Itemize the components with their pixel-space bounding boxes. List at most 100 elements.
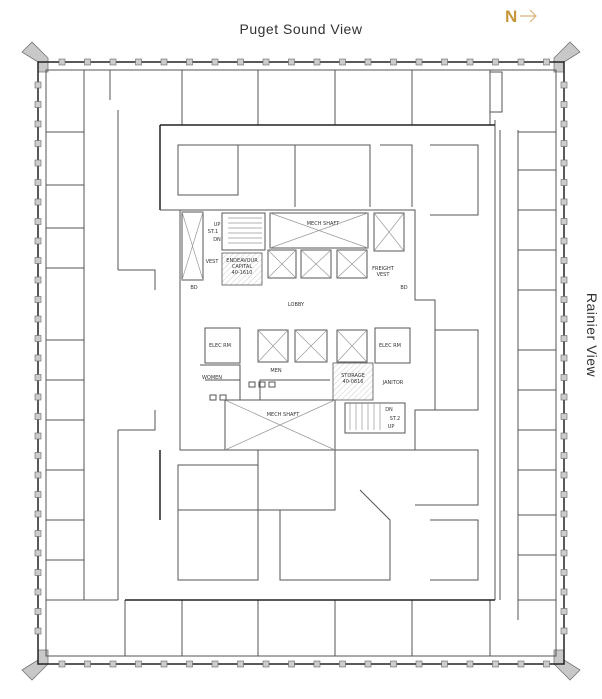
mullion: [560, 627, 568, 635]
mullion: [211, 660, 219, 668]
north-arrow-icon: [520, 9, 537, 23]
mullion: [560, 569, 568, 576]
mullion: [313, 58, 321, 66]
mullion: [34, 530, 42, 537]
mullion: [560, 393, 568, 401]
mullion: [339, 58, 346, 66]
mullion: [34, 101, 42, 108]
mullion: [560, 101, 568, 108]
label-tenant-name2: CAPITAL: [232, 264, 252, 270]
mullion: [34, 179, 42, 186]
mullion: [543, 660, 550, 668]
elevator-left: [181, 211, 204, 281]
label-stair1: ST.1: [208, 229, 218, 235]
mullion: [34, 218, 42, 225]
mullion: [466, 660, 474, 668]
label-janitor: JANITOR: [382, 380, 404, 386]
mullion: [390, 660, 397, 668]
corner-columns: [21, 41, 581, 681]
mullion: [34, 335, 42, 342]
mullion: [34, 471, 42, 479]
mullion: [441, 660, 448, 668]
label-vest: VEST: [206, 259, 220, 265]
mullion: [560, 432, 568, 440]
lower-core: [200, 327, 411, 451]
mullion: [288, 58, 295, 66]
label-stair1-up: UP: [214, 222, 221, 228]
mullion: [34, 140, 42, 147]
mullion: [560, 608, 568, 615]
mullion: [560, 198, 568, 206]
mullion: [186, 660, 193, 668]
mullion: [364, 58, 372, 66]
label-women: WOMEN: [202, 375, 222, 381]
mullion: [560, 354, 568, 362]
mullion: [560, 335, 568, 342]
mullion: [560, 549, 568, 557]
mullion: [560, 413, 568, 420]
mullion: [211, 58, 219, 66]
mullion: [313, 660, 321, 668]
mullion: [58, 58, 66, 66]
label-mech-shaft-bottom: MECH SHAFT: [267, 412, 300, 418]
label-stair2: ST.2: [390, 416, 400, 422]
mullion: [34, 374, 42, 381]
mullion: [441, 58, 448, 66]
mullion: [288, 660, 295, 668]
tenant-space-hatched: [221, 252, 263, 286]
label-freight-vest: VEST: [377, 272, 391, 278]
mullion: [34, 296, 42, 303]
mullion: [186, 58, 193, 66]
mullion: [135, 660, 142, 668]
mullion: [34, 452, 42, 459]
elevators-top: [267, 249, 368, 279]
mullion: [34, 257, 42, 264]
mullion: [34, 413, 42, 420]
mullion: [339, 660, 346, 668]
mullion: [34, 393, 42, 401]
mullion: [560, 276, 568, 284]
label-bd-left: BD: [190, 285, 197, 291]
mullion: [517, 58, 525, 66]
mullion: [560, 491, 568, 498]
upper-core: [181, 211, 405, 286]
mullion: [34, 354, 42, 362]
mullion: [560, 237, 568, 245]
mullion: [237, 660, 244, 668]
label-storage: STORAGE: [341, 373, 365, 379]
mullion: [560, 140, 568, 147]
label-mech-shaft-top: MECH SHAFT: [307, 221, 340, 227]
mullion: [84, 58, 91, 66]
label-elec-right: ELEC RM: [379, 343, 401, 349]
mullion: [560, 257, 568, 264]
mullion: [560, 296, 568, 303]
mech-shaft-bottom: [224, 399, 336, 451]
mullion: [415, 58, 423, 66]
mullion: [492, 660, 499, 668]
mullion: [34, 198, 42, 206]
mullion: [492, 58, 499, 66]
mullion: [560, 588, 568, 596]
mullion: [34, 159, 42, 167]
mullion: [58, 660, 66, 668]
mullion: [109, 660, 117, 668]
label-bd-right: BD: [400, 285, 407, 291]
mullion: [560, 315, 568, 323]
mullion: [560, 179, 568, 186]
mullion: [560, 159, 568, 167]
interior-perimeter: [45, 69, 557, 657]
label-stair2-dn: DN: [385, 407, 393, 413]
exterior-wall: [37, 61, 565, 665]
mullion: [390, 58, 397, 66]
mullion: [34, 81, 42, 89]
mullion: [237, 58, 244, 66]
perimeter-offices: [46, 70, 556, 656]
mullion: [466, 58, 474, 66]
freight-elevator: [373, 212, 405, 252]
mullion: [517, 660, 525, 668]
mech-shaft-top: [269, 212, 369, 249]
mullion: [84, 660, 91, 668]
mullion: [560, 81, 568, 89]
stair-1: [221, 212, 266, 251]
